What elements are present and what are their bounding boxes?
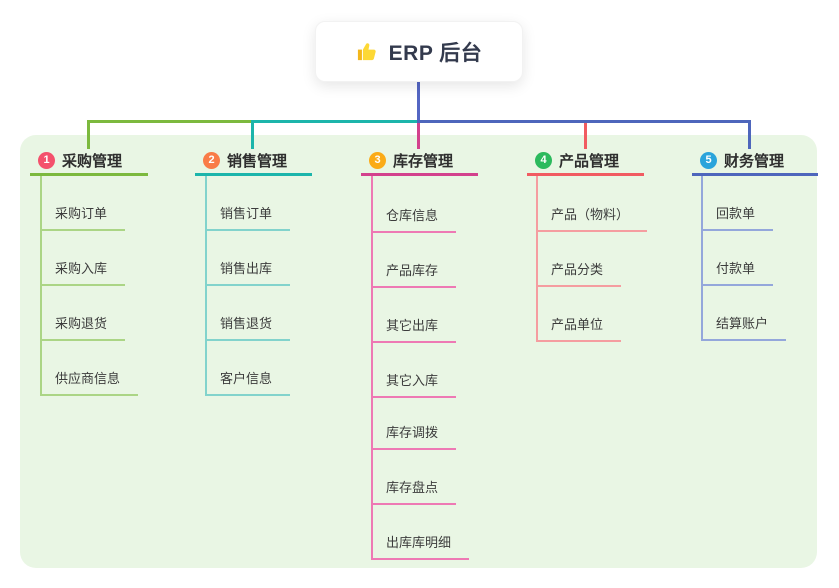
branch-header-finance[interactable]: 5 财务管理 — [692, 147, 818, 176]
connector-h-branch2 — [251, 120, 420, 123]
branch-header-label: 库存管理 — [393, 152, 454, 170]
connector-h-branch1 — [87, 120, 254, 123]
connector-drop-branch2 — [251, 120, 254, 149]
mindmap-node-item[interactable]: 回款单 — [701, 206, 774, 231]
mindmap-node-item[interactable]: 供应商信息 — [40, 371, 139, 396]
root-node[interactable]: ERP 后台 — [315, 21, 523, 82]
branch-vline-inventory — [371, 176, 373, 560]
mindmap-node-item[interactable]: 产品单位 — [536, 317, 622, 342]
mindmap-node-item[interactable]: 采购入库 — [40, 261, 126, 286]
branch-number-badge: 2 — [203, 151, 220, 169]
branch-vline-purchase — [40, 176, 42, 396]
branch-vline-finance — [701, 176, 703, 341]
branch-header-label: 销售管理 — [227, 152, 288, 170]
mindmap-node-item[interactable]: 付款单 — [701, 261, 774, 286]
connector-drop-branch3 — [417, 123, 420, 149]
mindmap-node-item[interactable]: 仓库信息 — [371, 208, 457, 233]
mindmap-node-item[interactable]: 其它出库 — [371, 318, 457, 343]
branch-header-label: 采购管理 — [62, 152, 123, 170]
mindmap-node-item[interactable]: 结算账户 — [701, 316, 787, 341]
branch-number-badge: 5 — [700, 151, 717, 169]
branch-header-sales[interactable]: 2 销售管理 — [195, 147, 312, 176]
mindmap-node-item[interactable]: 库存盘点 — [371, 480, 457, 505]
thumbs-up-icon — [356, 40, 379, 63]
connector-drop-branch5 — [748, 120, 751, 149]
connector-h-branch5 — [417, 120, 751, 123]
root-connector-line — [417, 82, 420, 121]
mindmap-node-item[interactable]: 产品分类 — [536, 262, 622, 287]
mindmap-node-item[interactable]: 销售出库 — [205, 261, 291, 286]
branch-number-badge: 3 — [369, 151, 386, 169]
root-title: ERP 后台 — [388, 41, 483, 65]
branch-header-label: 财务管理 — [724, 152, 785, 170]
branch-number-badge: 4 — [535, 151, 552, 169]
mindmap-node-item[interactable]: 客户信息 — [205, 371, 291, 396]
branch-header-product[interactable]: 4 产品管理 — [527, 147, 644, 176]
mindmap-node-item[interactable]: 采购退货 — [40, 316, 126, 341]
branch-vline-product — [536, 176, 538, 342]
mindmap-node-item[interactable]: 出库库明细 — [371, 535, 470, 560]
mindmap-node-item[interactable]: 其它入库 — [371, 373, 457, 398]
branch-number-badge: 1 — [38, 151, 55, 169]
mindmap-node-item[interactable]: 销售订单 — [205, 206, 291, 231]
connector-drop-branch1 — [87, 120, 90, 149]
branch-header-inventory[interactable]: 3 库存管理 — [361, 147, 478, 176]
branch-vline-sales — [205, 176, 207, 396]
branch-header-label: 产品管理 — [559, 152, 620, 170]
branches-panel — [20, 135, 817, 568]
branch-header-purchase[interactable]: 1 采购管理 — [30, 147, 148, 176]
connector-drop-branch4 — [584, 123, 587, 149]
mindmap-node-item[interactable]: 产品库存 — [371, 263, 457, 288]
mindmap-node-item[interactable]: 采购订单 — [40, 206, 126, 231]
mindmap-node-item[interactable]: 库存调拨 — [371, 425, 457, 450]
mindmap-node-item[interactable]: 销售退货 — [205, 316, 291, 341]
mindmap-node-item[interactable]: 产品（物料） — [536, 207, 648, 232]
